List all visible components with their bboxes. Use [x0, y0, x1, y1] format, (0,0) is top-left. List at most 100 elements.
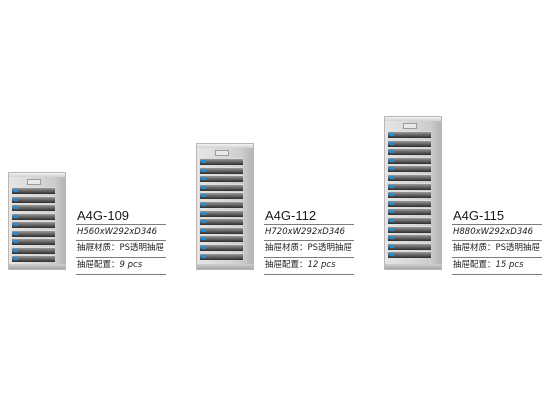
drawer [200, 175, 243, 183]
drawer-tab [202, 245, 206, 249]
drawer-tab [202, 185, 206, 189]
drawer [388, 242, 431, 250]
drawer [200, 226, 243, 234]
drawer [200, 158, 243, 165]
material-label: 抽屜材质： [77, 243, 120, 253]
label-plate [214, 150, 229, 156]
drawer [388, 208, 431, 216]
dimensions-text: H720xW292xD346 [264, 224, 354, 241]
drawer-stack [12, 179, 55, 264]
drawer-tab [390, 184, 394, 188]
drawer [388, 234, 431, 242]
drawer-tab [390, 210, 394, 214]
material-value: PS透明抽屉 [495, 243, 541, 253]
drawer [388, 139, 431, 147]
drawer-tab [202, 202, 206, 206]
drawer [200, 200, 243, 208]
drawer-tab [390, 158, 394, 162]
drawer [388, 199, 431, 207]
material-row: 抽屉材质：PS透明抽屉 [452, 241, 542, 258]
config-row: 抽屉配置：15 pcs [452, 258, 542, 275]
model-name: A4G-109 [77, 208, 130, 223]
drawer [12, 212, 55, 220]
drawer-tab [390, 175, 394, 179]
material-row: 抽屜材质：PS透明抽屉 [76, 241, 166, 258]
drawer [12, 246, 55, 254]
drawer [200, 252, 243, 260]
drawer [12, 229, 55, 237]
drawer-tab [390, 244, 394, 248]
drawer-tab [390, 150, 394, 154]
drawer-tab [14, 206, 18, 210]
config-label: 抽屉配置： [77, 260, 120, 270]
drawer-tab [14, 197, 18, 201]
cabinet-image [196, 143, 254, 270]
drawer-tab [390, 193, 394, 197]
drawer-tab [202, 194, 206, 198]
drawer-tab [390, 236, 394, 240]
drawer-tab [14, 257, 18, 261]
drawer [388, 131, 431, 138]
drawer-tab [202, 168, 206, 172]
drawer [12, 238, 55, 246]
material-value: PS透明抽屉 [307, 243, 353, 253]
drawer [12, 255, 55, 263]
drawer [200, 166, 243, 174]
drawer-tab [202, 237, 206, 241]
drawer [388, 251, 431, 259]
drawer-tab [202, 220, 206, 224]
dimensions-text: H880xW292xD346 [452, 224, 542, 241]
config-label: 抽屉配置： [265, 260, 308, 270]
product-info: A4G-109 H560xW292xD346 抽屜材质：PS透明抽屉 抽屉配置：… [76, 208, 166, 275]
drawer-tab [202, 177, 206, 181]
config-value: 15 pcs [495, 260, 524, 270]
drawer [200, 243, 243, 251]
drawer-tab [202, 160, 206, 163]
material-value: PS透明抽屉 [119, 243, 165, 253]
label-plate [402, 123, 417, 129]
product-info: A4G-112 H720xW292xD346 抽屉材质：PS透明抽屉 抽屉配置：… [264, 208, 354, 275]
drawer-tab [14, 248, 18, 252]
model-name: A4G-115 [453, 208, 505, 223]
config-row: 抽屉配置：12 pcs [264, 258, 354, 275]
config-value: 9 pcs [119, 260, 143, 270]
drawer [200, 209, 243, 217]
drawer [200, 235, 243, 243]
model-name: A4G-112 [265, 208, 317, 223]
drawer-tab [14, 188, 18, 192]
drawer [12, 186, 55, 194]
drawer-tab [390, 227, 394, 231]
config-row: 抽屉配置：9 pcs [76, 258, 166, 275]
material-label: 抽屉材质： [453, 243, 496, 253]
drawer-tab [202, 228, 206, 232]
drawer-tab [390, 253, 394, 257]
drawer-tab [14, 231, 18, 235]
cabinet-image [384, 116, 442, 270]
drawer [388, 216, 431, 224]
drawer [200, 218, 243, 226]
drawer-tab [390, 167, 394, 171]
drawer-tab [390, 133, 394, 136]
drawer [388, 173, 431, 181]
drawer-tab [390, 218, 394, 222]
drawer-stack [200, 150, 243, 264]
cabinet-image [8, 172, 66, 270]
drawer [388, 225, 431, 233]
drawer [388, 165, 431, 173]
drawer [388, 148, 431, 156]
material-label: 抽屉材质： [265, 243, 308, 253]
drawer-tab [14, 214, 18, 218]
drawer [388, 182, 431, 190]
product-info: A4G-115 H880xW292xD346 抽屉材质：PS透明抽屉 抽屉配置：… [452, 208, 542, 275]
drawer-stack [388, 123, 431, 264]
drawer [388, 156, 431, 164]
drawer-tab [202, 211, 206, 215]
drawer [12, 221, 55, 229]
drawer [12, 204, 55, 212]
drawer-tab [390, 141, 394, 145]
config-value: 12 pcs [307, 260, 336, 270]
material-row: 抽屉材质：PS透明抽屉 [264, 241, 354, 258]
config-label: 抽屉配置： [453, 260, 496, 270]
drawer [12, 195, 55, 203]
drawer-tab [14, 240, 18, 244]
